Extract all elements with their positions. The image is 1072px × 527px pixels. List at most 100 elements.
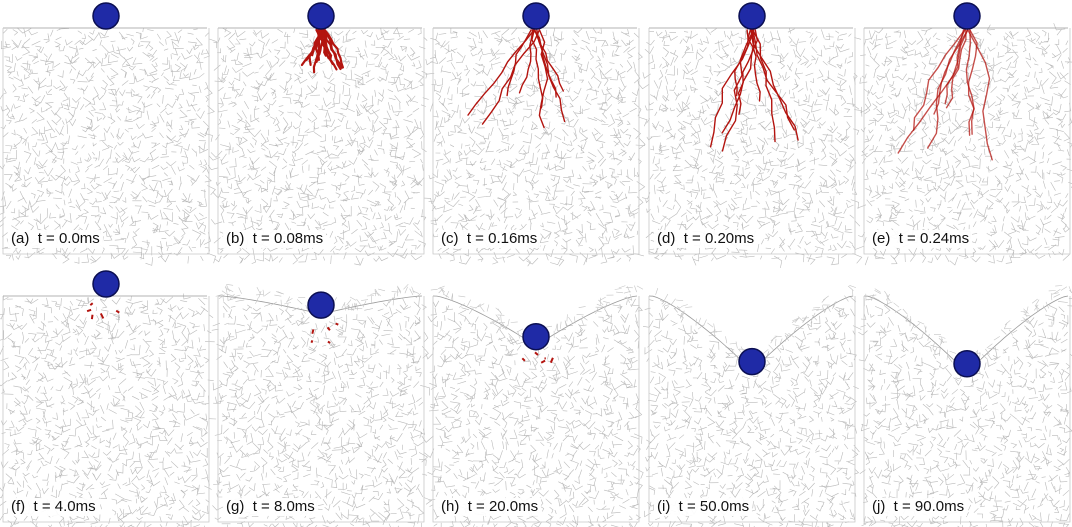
particle-mesh [207,27,432,266]
panel-drawing [854,2,1072,266]
crack-branch [534,29,557,98]
panel-a: (a) t = 0.0ms [0,2,217,266]
crack-fragment [534,351,539,356]
crack-fragment [86,308,92,313]
crack-branch [967,29,993,161]
crack-fragment [90,314,94,320]
crack-branch [945,29,967,109]
panel-caption: (a) t = 0.0ms [8,230,103,248]
panel-time: t = 50.0ms [678,498,750,515]
panel-label: (b) [226,230,245,247]
panel-label: (h) [441,498,460,515]
specimen [858,285,1072,527]
panel-label: (e) [872,230,891,247]
panel-label: (c) [441,230,459,247]
panel-drawing [0,270,217,527]
projectile-ball [307,291,335,319]
crack-fragment [327,340,331,344]
panel-drawing [858,285,1072,527]
projectile-ball [307,2,335,30]
panel-c: (c) t = 0.16ms [425,2,648,267]
specimen [421,285,644,527]
crack-branch [933,29,966,115]
specimen-outline [217,28,425,255]
crack-branch [315,28,325,63]
panel-d: (d) t = 0.20ms [638,2,863,269]
crack-branch [927,29,969,149]
specimen-outline [648,296,856,523]
projectile-ball [522,2,550,30]
panel-b: (b) t = 0.08ms [207,2,432,266]
specimen-outline [217,296,425,523]
projectile-ball [738,347,766,376]
panel-g: (g) t = 8.0ms [211,283,433,527]
crack-branch [538,29,549,129]
crack-fragment [89,302,94,306]
panel-e: (e) t = 0.24ms [854,2,1072,266]
crack-branch [721,29,755,152]
panel-time: t = 0.24ms [898,230,970,247]
panel-time: t = 90.0ms [893,498,965,515]
panel-label: (a) [11,230,30,247]
panel-caption: (c) t = 0.16ms [438,230,541,248]
crack-branch [320,28,334,66]
crack-branch [913,29,966,131]
crack-branch [752,29,776,143]
panel-label: (g) [226,498,245,515]
projectile-ball [953,2,981,30]
crack-fragment [540,359,546,364]
projectile-ball [92,2,120,30]
specimen-outline [432,296,640,523]
panel-caption: (b) t = 0.08ms [223,230,327,248]
crack-branch [734,29,751,97]
specimen-outline [863,28,1071,255]
panel-time: t = 0.08ms [252,230,324,247]
specimen-outline [2,296,210,523]
crack-fragment [549,357,554,364]
specimen [854,23,1072,266]
crack-branch [965,29,975,136]
crack-fragment [335,322,339,326]
crack-branch [752,29,795,131]
panel-caption: (f) t = 4.0ms [8,498,99,516]
panel-caption: (g) t = 8.0ms [223,498,318,516]
panel-time: t = 4.0ms [33,498,96,515]
specimen-outline [863,296,1071,523]
crack-branch [746,29,761,102]
panel-j: (j) t = 90.0ms [858,285,1072,527]
particle-mesh [642,296,862,527]
panel-drawing [211,283,433,527]
panel-caption: (e) t = 0.24ms [869,230,973,248]
crack-fragment [99,312,105,319]
crack-branch [322,28,344,69]
particle-mesh [0,27,217,266]
specimen [0,293,217,527]
panel-time: t = 8.0ms [252,498,315,515]
panel-time: t = 0.0ms [37,230,100,247]
panel-i: (i) t = 50.0ms [642,285,862,527]
crack-fragment [115,309,120,314]
panel-drawing [421,285,644,527]
particle-mesh [425,28,648,267]
specimen-outline [2,28,210,255]
panel-h: (h) t = 20.0ms [421,285,644,527]
projectile-ball [953,350,981,378]
particle-mesh [858,298,1072,527]
crack-fragment [521,357,526,362]
specimen-outline [432,28,640,255]
panel-label: (j) [872,498,886,515]
crack-branch [967,29,978,135]
crack-branch [897,29,969,154]
crack-fragment [326,326,331,331]
projectile-ball [92,270,120,298]
projectile-ball [738,2,766,30]
crack-branch [518,29,534,94]
crack-fragment [310,340,314,344]
panel-drawing [642,285,862,527]
panel-drawing [207,2,432,266]
crack-branch [481,29,540,125]
panel-caption: (i) t = 50.0ms [654,498,753,516]
panel-caption: (h) t = 20.0ms [438,498,542,516]
panel-label: (d) [657,230,676,247]
